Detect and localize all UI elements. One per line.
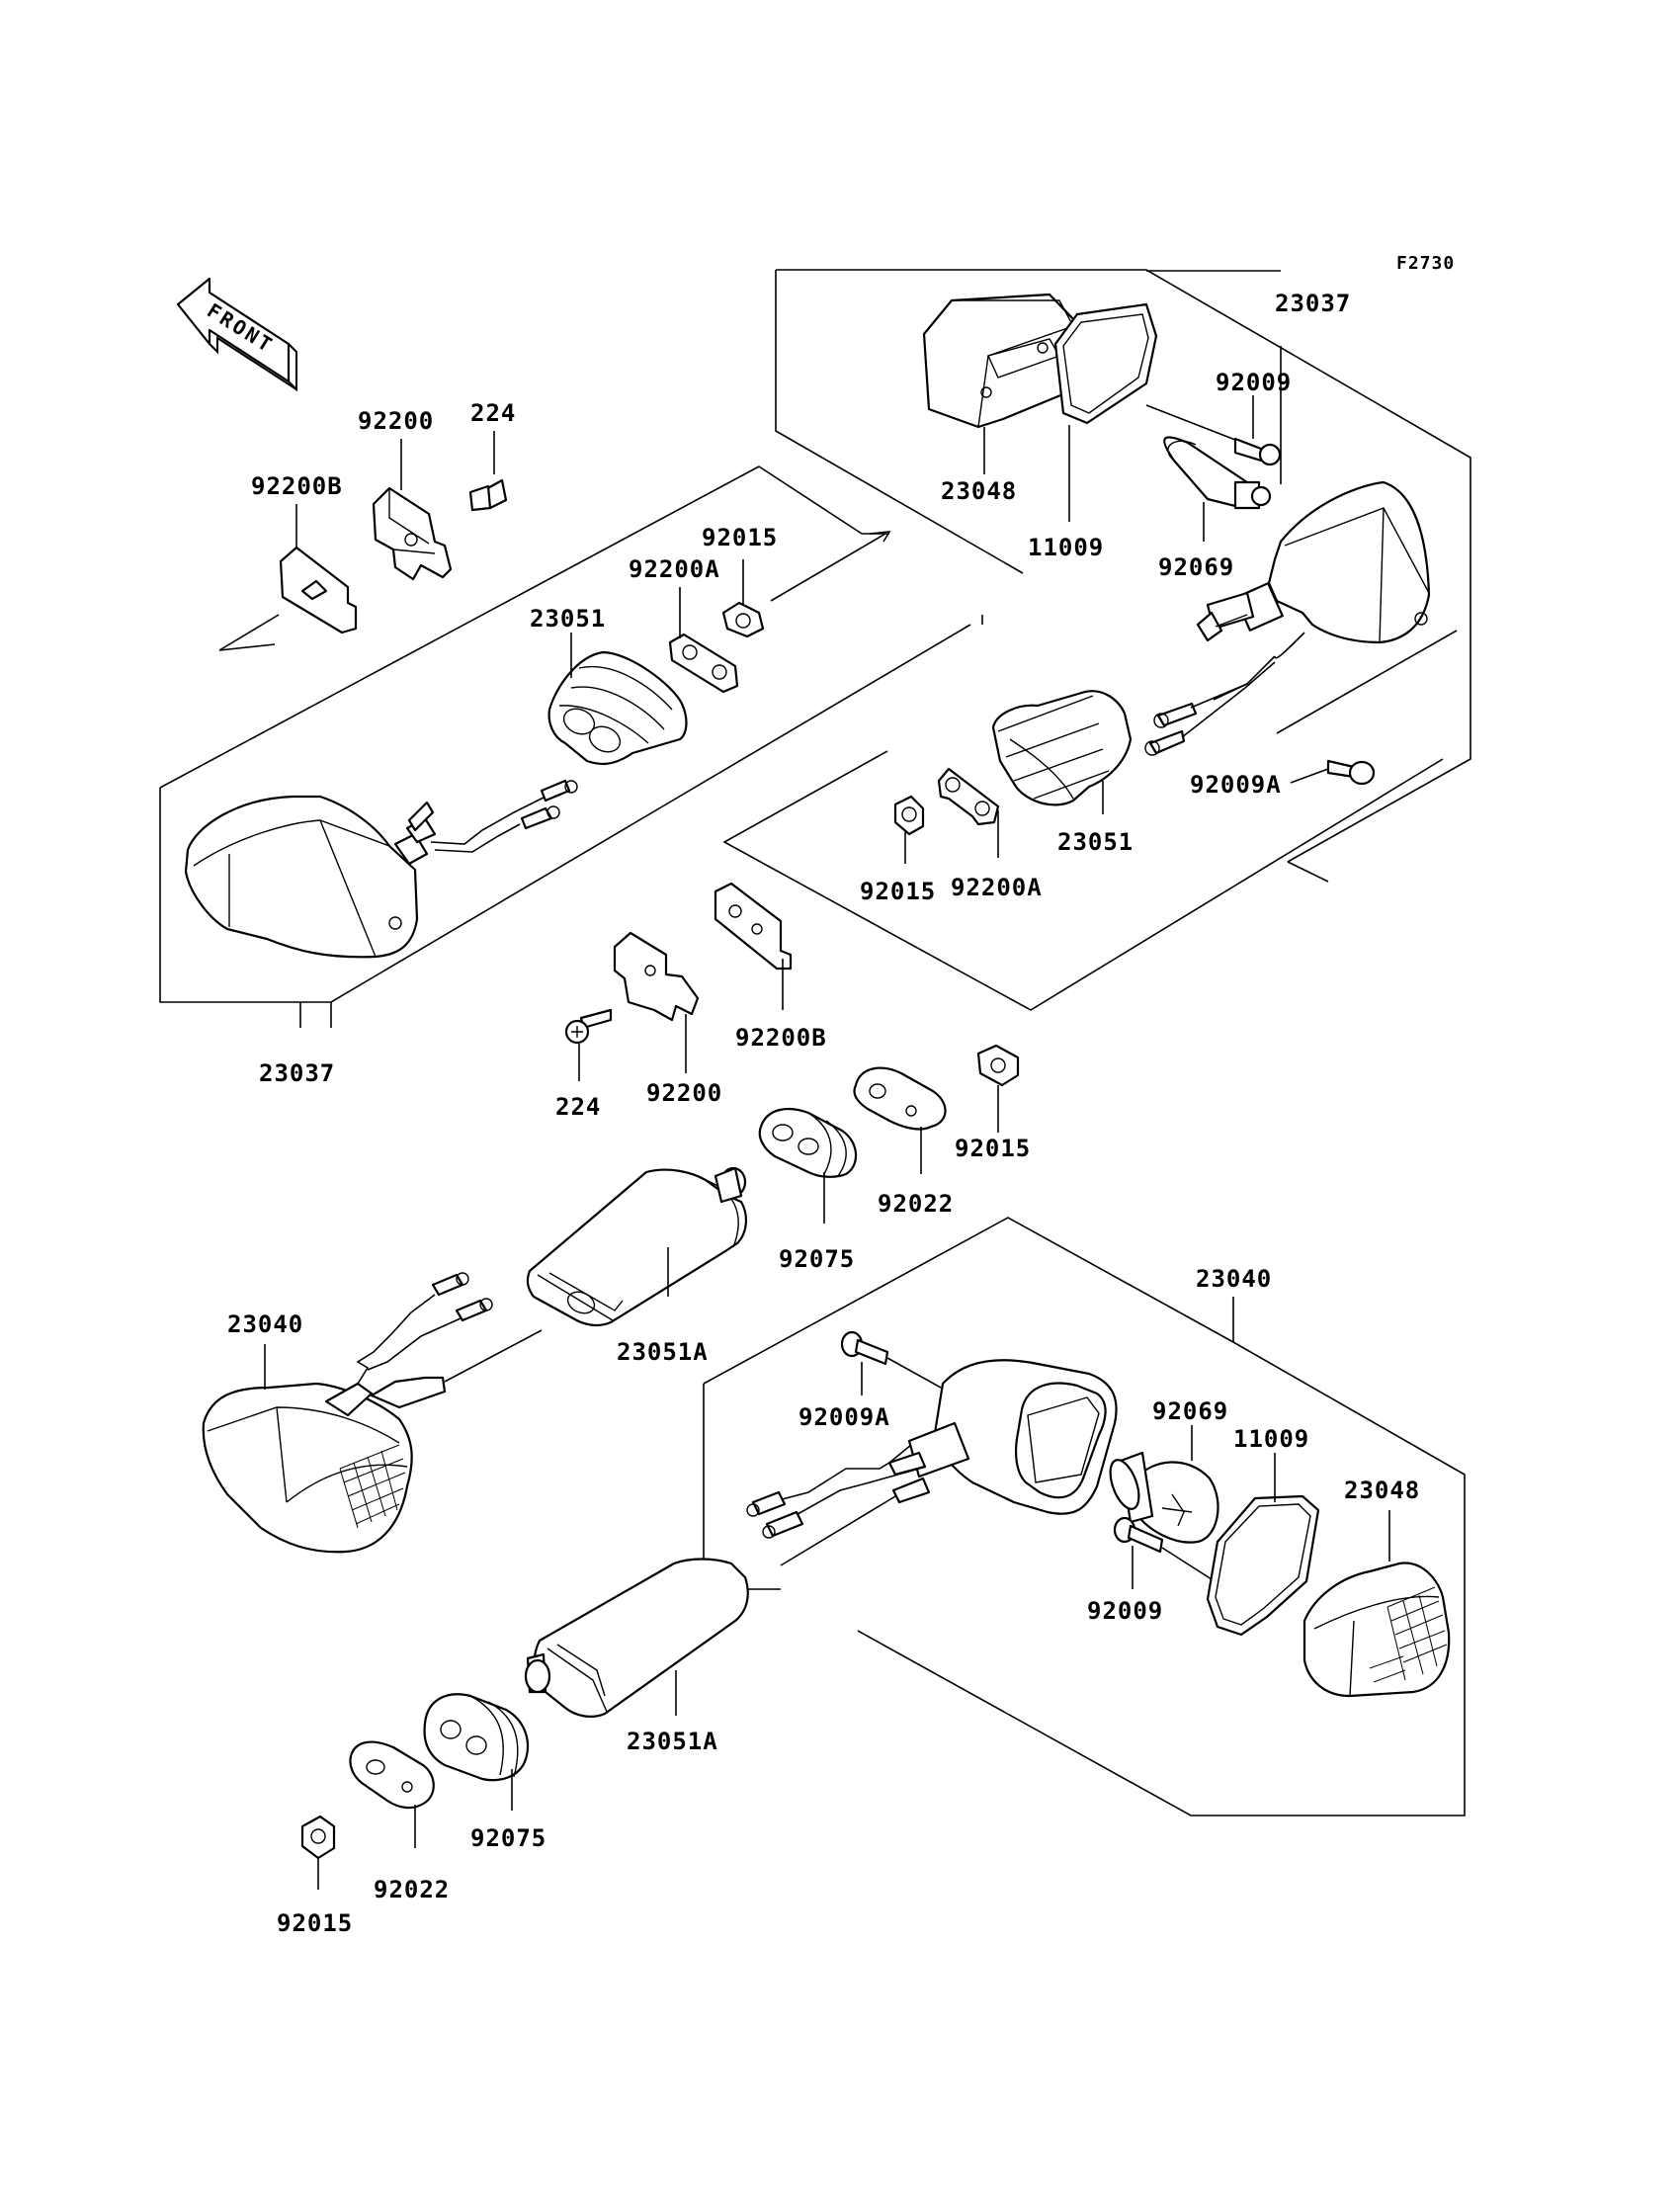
label-rear-right-housing: 23037 xyxy=(1275,290,1351,317)
rear-right-nut xyxy=(893,795,925,836)
label-front-right-signal: 23040 xyxy=(1196,1265,1272,1293)
label-rear-right-screw-a: 92009A xyxy=(1190,771,1282,799)
rear-right-screw-a xyxy=(1326,759,1376,786)
label-rear-left-stay-rubber: 23051 xyxy=(530,605,606,633)
rear-right-bulb xyxy=(1163,436,1272,510)
label-mid-damper: 92075 xyxy=(779,1245,855,1273)
figure-code: F2730 xyxy=(1396,253,1455,274)
front-right-lens xyxy=(1302,1562,1451,1698)
front-right-bulb xyxy=(1109,1451,1219,1544)
mid-bolt xyxy=(564,1008,613,1045)
label-top-plate-b: 92200B xyxy=(251,472,343,500)
label-rear-right-bulb: 92069 xyxy=(1158,553,1234,581)
mid-washer xyxy=(853,1066,947,1131)
front-right-assembly-frame xyxy=(703,1217,1466,1817)
rear-right-plate-a xyxy=(937,767,1000,826)
label-front-left-signal: 23040 xyxy=(227,1310,303,1338)
front-left-stay xyxy=(526,1166,747,1327)
label-bottom-nut: 92015 xyxy=(277,1909,353,1937)
label-mid-bolt: 224 xyxy=(555,1093,601,1121)
label-front-right-gasket: 11009 xyxy=(1233,1425,1309,1453)
label-front-right-stay: 23051A xyxy=(627,1728,718,1755)
label-front-right-screw-a: 92009A xyxy=(798,1403,890,1431)
label-rear-right-screw: 92009 xyxy=(1216,369,1292,396)
label-bottom-damper: 92075 xyxy=(470,1824,546,1852)
rear-right-housing xyxy=(1196,480,1431,644)
front-right-gasket xyxy=(1206,1494,1320,1637)
mid-damper xyxy=(758,1108,858,1178)
label-top-bracket: 92200 xyxy=(358,407,434,435)
bottom-nut xyxy=(300,1815,336,1860)
rear-right-stay-rubber xyxy=(991,690,1133,806)
rear-left-stay-rubber xyxy=(547,650,688,766)
label-rear-right-gasket: 11009 xyxy=(1028,534,1104,561)
label-bottom-washer: 92022 xyxy=(374,1876,450,1903)
label-mid-nut: 92015 xyxy=(955,1135,1031,1162)
bottom-damper xyxy=(423,1693,530,1782)
label-rear-right-lens: 23048 xyxy=(941,477,1017,505)
bottom-washer xyxy=(349,1740,435,1810)
label-rear-left-plate-a: 92200A xyxy=(629,555,720,583)
front-right-screw-a xyxy=(840,1330,889,1366)
rear-right-gasket xyxy=(1053,302,1158,425)
label-front-left-stay: 23051A xyxy=(617,1338,709,1366)
mid-nut xyxy=(976,1044,1020,1087)
mid-bracket xyxy=(613,931,700,1022)
label-rear-right-nut: 92015 xyxy=(860,878,936,905)
top-bracket xyxy=(372,486,453,581)
front-right-housing xyxy=(907,1359,1118,1515)
label-rear-left-nut: 92015 xyxy=(702,524,778,551)
rear-left-nut xyxy=(721,601,765,638)
rear-left-plate-a xyxy=(668,633,739,694)
label-mid-bracket: 92200 xyxy=(646,1079,722,1107)
label-rear-right-plate-a: 92200A xyxy=(951,874,1043,901)
label-mid-plate-b: 92200B xyxy=(735,1024,827,1052)
front-arrow-icon: FRONT xyxy=(176,277,297,392)
front-left-signal xyxy=(202,1376,447,1554)
rear-left-housing xyxy=(184,795,437,959)
rear-right-assembly-frame xyxy=(776,269,1471,863)
top-bracket-bolt xyxy=(468,478,508,512)
rear-left-assembly-frame xyxy=(159,624,971,1003)
mid-plate-b xyxy=(714,882,793,971)
front-right-stay xyxy=(524,1558,749,1718)
label-rear-right-stay-rubber: 23051 xyxy=(1057,828,1134,856)
rear-right-screw xyxy=(1233,437,1282,466)
label-top-bracket-bolt: 224 xyxy=(470,399,516,427)
label-mid-washer: 92022 xyxy=(878,1190,954,1218)
label-front-right-lens: 23048 xyxy=(1344,1477,1420,1504)
front-right-screw xyxy=(1113,1516,1164,1554)
label-front-right-bulb: 92069 xyxy=(1152,1397,1228,1425)
top-plate-b xyxy=(279,546,358,634)
label-rear-left-housing: 23037 xyxy=(259,1059,335,1087)
label-front-right-screw: 92009 xyxy=(1087,1597,1163,1625)
